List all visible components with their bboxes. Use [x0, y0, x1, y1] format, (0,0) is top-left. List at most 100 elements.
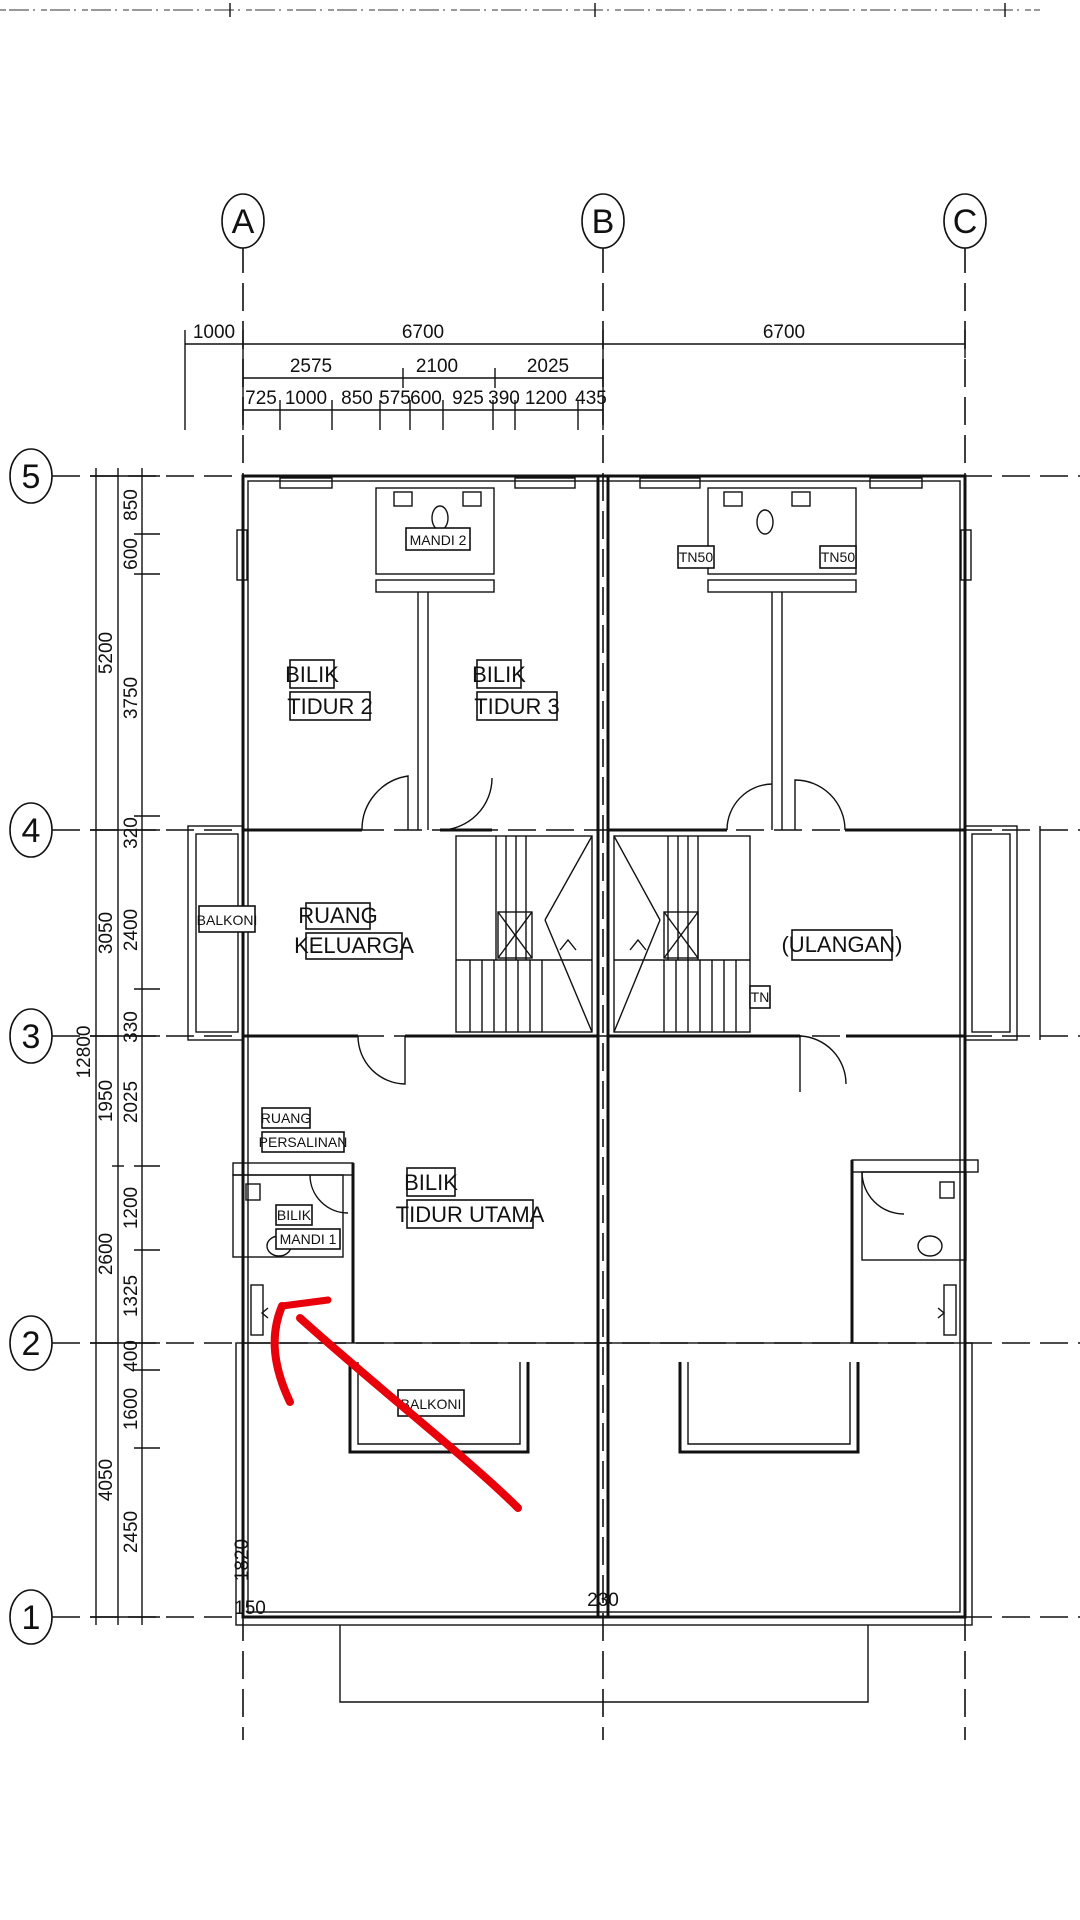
label-box-tn50-left: [677, 545, 715, 569]
top-dimension-lines: [184, 330, 966, 430]
svg-text:575: 575: [379, 388, 411, 409]
svg-text:4: 4: [22, 812, 41, 850]
red-annotation-arrow: [270, 1296, 522, 1512]
svg-text:1200: 1200: [121, 1187, 142, 1229]
svg-text:1000: 1000: [285, 388, 327, 409]
dim-6700-left: 6700: [402, 322, 444, 343]
room-label-tn50-right: TN50: [821, 549, 855, 565]
svg-text:4050: 4050: [96, 1459, 117, 1501]
grid-bubble-3: 3: [9, 1008, 53, 1064]
svg-text:850: 850: [341, 388, 373, 409]
balcony-bottom-right: [678, 1362, 860, 1454]
svg-text:PERSALINAN: PERSALINAN: [259, 1134, 348, 1150]
svg-text:2100: 2100: [416, 356, 458, 377]
dim-1000: 1000: [193, 322, 235, 343]
room-ruang-keluarga: RUANG KELUARGA: [294, 902, 414, 960]
label-box-tn50-right: [819, 545, 857, 569]
svg-text:1950: 1950: [96, 1080, 117, 1122]
svg-text:725: 725: [245, 388, 277, 409]
row-grid-lines: [52, 475, 1080, 1618]
svg-text:2575: 2575: [290, 356, 332, 377]
room-label-tn50-left: TN50: [679, 549, 713, 565]
room-bilik-tidur-2: BILIK TIDUR 2: [285, 659, 373, 721]
bathroom-right-bottom: [850, 1159, 979, 1343]
grid-bubble-A: A: [221, 193, 265, 249]
svg-text:B: B: [592, 203, 615, 241]
grid-bubble-1: 1: [9, 1589, 53, 1645]
svg-text:RUANG: RUANG: [298, 903, 377, 928]
dim-6700-right: 6700: [763, 322, 805, 343]
grid-bubble-4: 4: [9, 802, 53, 858]
svg-text:3750: 3750: [121, 677, 142, 719]
column-grid-lines: [242, 245, 966, 1740]
lower-annotations: 1820 150 230: [232, 1539, 619, 1619]
svg-text:MANDI 1: MANDI 1: [280, 1231, 337, 1247]
grid-bubble-C: C: [943, 193, 987, 249]
bathroom-mandi-1: BILIK MANDI 1: [232, 1162, 355, 1343]
svg-text:2600: 2600: [96, 1233, 117, 1275]
svg-text:BILIK: BILIK: [285, 662, 339, 687]
svg-text:150: 150: [234, 1598, 266, 1619]
room-label-balkoni-bottom: BALKONI: [401, 1396, 462, 1412]
balcony-right: [964, 825, 1041, 1041]
balcony-left: BALKONI: [187, 825, 258, 1041]
svg-text:C: C: [953, 203, 978, 241]
door-swing: [361, 775, 409, 831]
master-bedroom-walls: [243, 1034, 965, 1092]
grid-bubble-2: 2: [9, 1315, 53, 1371]
room-bilik-tidur-3: BILIK TIDUR 3: [472, 659, 560, 721]
left-dimensions-inner: 850 600 3750 320 2400 330 2025 1200 1325…: [121, 489, 142, 1553]
label-box-mandi2: [405, 527, 471, 551]
room-ulangan: (ULANGAN): [781, 929, 903, 961]
svg-text:330: 330: [121, 1011, 142, 1043]
svg-text:5200: 5200: [96, 632, 117, 674]
svg-text:600: 600: [121, 538, 142, 570]
room-ruang-persalinan: RUANG PERSALINAN: [259, 1107, 348, 1153]
top-dimensions-detail: 725 1000 850 575 600 925 390 1200 435: [245, 388, 607, 409]
svg-text:2400: 2400: [121, 909, 142, 951]
svg-text:1325: 1325: [121, 1275, 142, 1317]
svg-text:2450: 2450: [121, 1511, 142, 1553]
bathroom-mandi-2: MANDI 2: [375, 487, 495, 830]
svg-text:2: 2: [22, 1325, 41, 1363]
left-dimension-lines: [90, 468, 160, 1625]
svg-text:400: 400: [121, 1340, 142, 1372]
svg-text:1820: 1820: [232, 1539, 253, 1581]
room-bilik-tidur-utama: BILIK TIDUR UTAMA: [396, 1167, 545, 1229]
room-label-mandi2: MANDI 2: [410, 532, 467, 548]
svg-text:390: 390: [488, 388, 520, 409]
room-label-tn: TN: [751, 989, 770, 1005]
svg-text:TIDUR UTAMA: TIDUR UTAMA: [396, 1202, 545, 1227]
svg-text:320: 320: [121, 817, 142, 849]
staircase-right: TN: [613, 835, 771, 1033]
dim-total-12800: 12800: [74, 1026, 95, 1079]
staircase-left: [455, 835, 593, 1033]
svg-text:600: 600: [410, 388, 442, 409]
svg-text:BILIK: BILIK: [472, 662, 526, 687]
svg-text:KELUARGA: KELUARGA: [294, 933, 414, 958]
svg-text:435: 435: [575, 388, 607, 409]
svg-text:1200: 1200: [525, 388, 567, 409]
svg-text:3: 3: [22, 1018, 41, 1056]
bathroom-right-top: TN50 TN50: [677, 487, 857, 830]
svg-text:(ULANGAN): (ULANGAN): [781, 932, 902, 957]
scan-artifact-strip: [0, 3, 1040, 17]
svg-text:3050: 3050: [96, 912, 117, 954]
grid-bubble-5: 5: [9, 448, 53, 504]
svg-text:TIDUR 2: TIDUR 2: [287, 694, 373, 719]
svg-text:1: 1: [22, 1599, 41, 1637]
bedroom-corridor-walls: [243, 775, 965, 832]
svg-text:BILIK: BILIK: [404, 1170, 458, 1195]
left-dimensions-outer: 5200 3050 1950 2600 4050: [96, 632, 117, 1501]
top-windows: [236, 477, 972, 581]
top-dimensions-mid: 2575 2100 2025: [290, 356, 569, 377]
svg-text:RUANG: RUANG: [261, 1110, 312, 1126]
svg-text:230: 230: [587, 1590, 619, 1611]
exterior-walls: [241, 474, 967, 1619]
svg-text:2025: 2025: [527, 356, 569, 377]
porch-outline: [235, 1342, 973, 1703]
svg-text:5: 5: [22, 458, 41, 496]
svg-text:2025: 2025: [121, 1081, 142, 1123]
room-label-balkoni-left: BALKONI: [197, 912, 258, 928]
